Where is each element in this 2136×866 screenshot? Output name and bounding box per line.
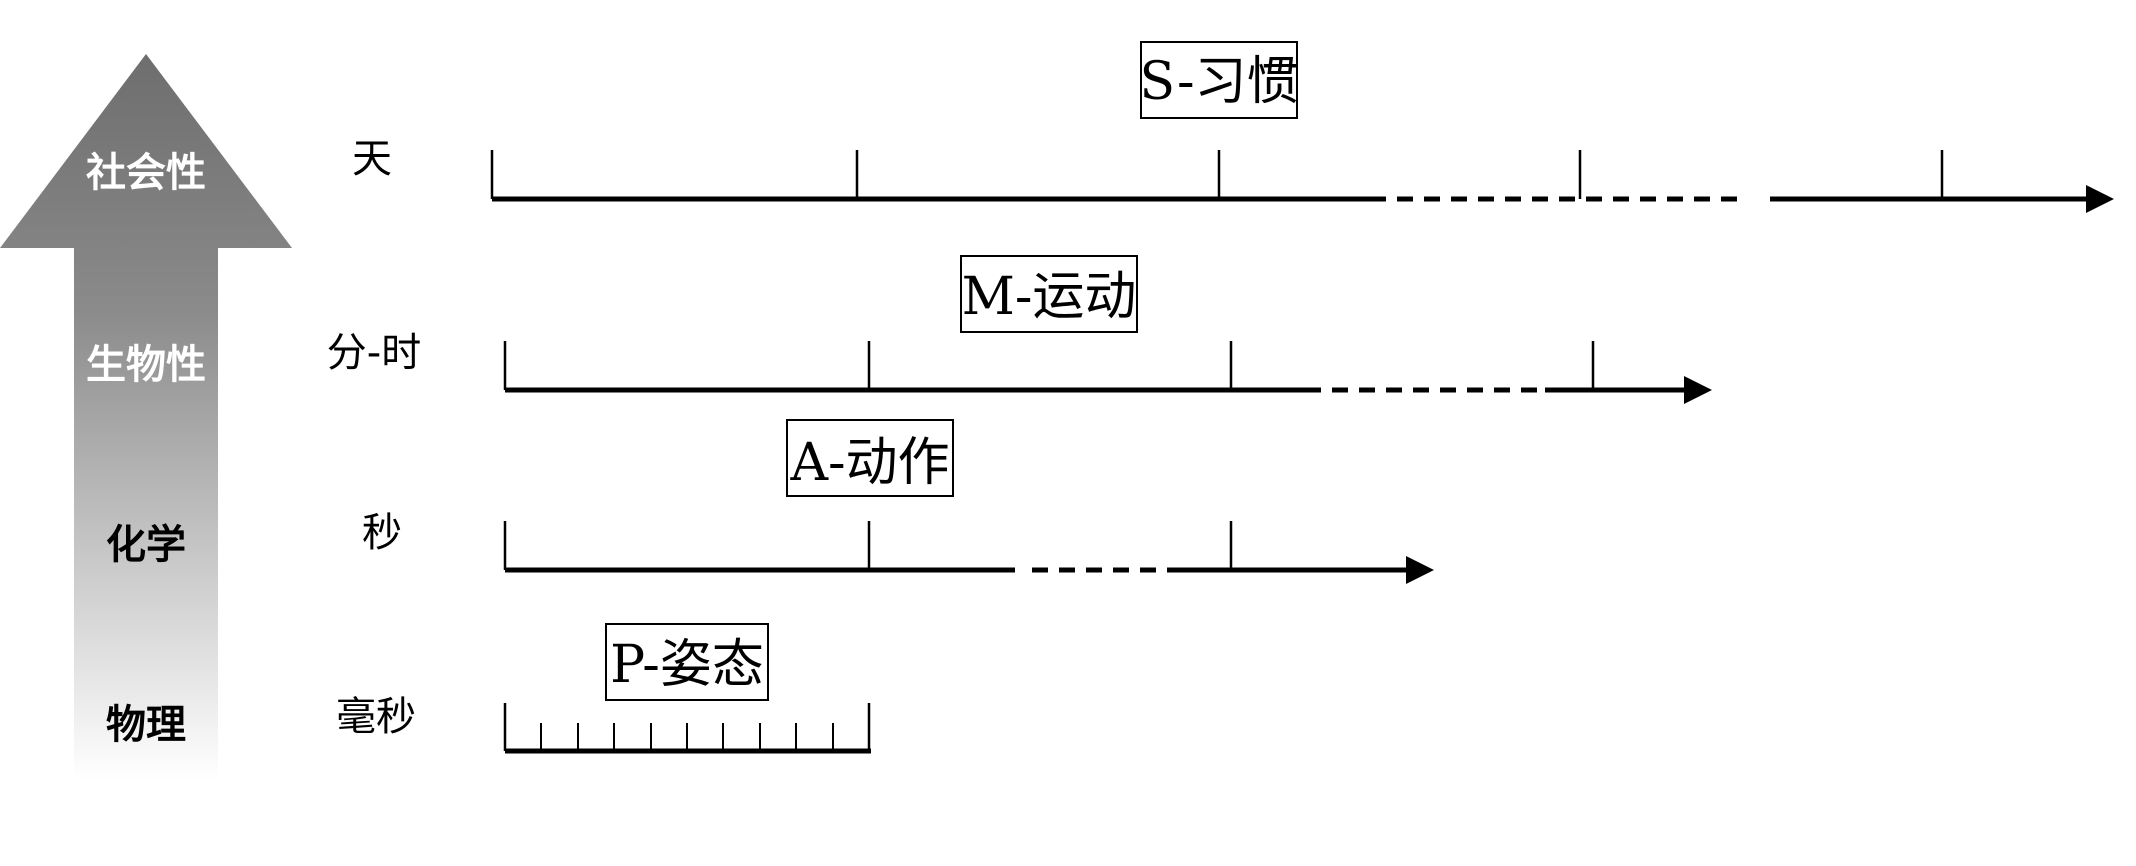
box-movement-label: M-运动	[962, 267, 1137, 327]
scale-label-day: 天	[352, 136, 392, 182]
timeline-day: S-习惯	[490, 41, 2114, 213]
scale-label-minute-hour: 分-时	[327, 330, 421, 376]
scale-label-millisecond: 毫秒	[336, 694, 416, 740]
timeline-millisecond: P-姿态	[503, 623, 871, 754]
levels-arrow	[0, 54, 292, 780]
arrowhead	[2086, 185, 2114, 213]
minor-ticks	[540, 723, 834, 751]
box-action	[786, 419, 954, 497]
box-posture-label: P-姿态	[610, 635, 764, 695]
timeline-minute-hour: M-运动	[503, 255, 1712, 404]
arrowhead	[1684, 376, 1712, 404]
level-label-social: 社会性	[86, 150, 206, 196]
timeline-second: A-动作	[503, 419, 1434, 584]
box-movement	[960, 255, 1138, 333]
scale-label-second: 秒	[362, 510, 402, 556]
level-label-biological: 生物性	[86, 342, 206, 388]
box-habit-label: S-习惯	[1139, 52, 1298, 112]
level-label-chemical: 化学	[106, 522, 186, 568]
box-action-label: A-动作	[789, 433, 949, 493]
level-label-physical: 物理	[106, 702, 186, 748]
arrowhead	[1406, 556, 1434, 584]
box-posture	[605, 623, 769, 701]
box-habit	[1140, 41, 1298, 119]
